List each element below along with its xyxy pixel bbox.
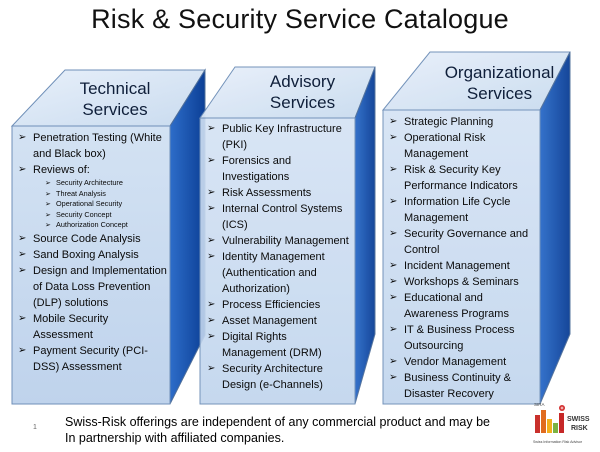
list-subitem: Authorization Concept [18, 220, 168, 231]
swiss-risk-logo: SIRA SWISS RISK Swiss Information Risk A… [532, 399, 596, 447]
list-item: Vendor Management [389, 354, 539, 370]
list-item: Identity Management (Authentication and … [207, 249, 352, 297]
list-item: Digital Rights Management (DRM) [207, 329, 352, 361]
list-item: Educational and Awareness Programs [389, 290, 539, 322]
list-item: Information Life Cycle Management [389, 194, 539, 226]
logo-top-label: SWISS [567, 416, 590, 423]
advisory-cube-side [354, 66, 376, 405]
list-subitem: Security Architecture [18, 178, 168, 189]
technical-title-line: Technical [79, 79, 151, 98]
list-item: Penetration Testing (White and Black box… [18, 130, 168, 162]
list-item: IT & Business Process Outsourcing [389, 322, 539, 354]
organizational-title-line: Organizational [444, 63, 555, 82]
list-item: Reviews of: [18, 162, 168, 178]
list-item: Process Efficiencies [207, 297, 352, 313]
organizational-services-list: Strategic Planning Operational Risk Mana… [389, 114, 539, 402]
technical-title-line: Services [82, 100, 148, 119]
footer-line: In partnership with affiliated companies… [65, 431, 285, 445]
advisory-title-line: Advisory [269, 72, 336, 91]
logo-caption: Swiss Information Risk Advisor [533, 440, 583, 444]
advisory-services-title: Advisory Services [240, 71, 365, 113]
list-item: Strategic Planning [389, 114, 539, 130]
advisory-services-list: Public Key Infrastructure (PKI) Forensic… [207, 121, 352, 393]
list-subitem: Operational Security [18, 199, 168, 210]
logo-small-mark: SIRA [534, 402, 545, 407]
organizational-services-title: Organizational Services [427, 62, 572, 104]
technical-services-list: Penetration Testing (White and Black box… [18, 130, 168, 375]
slide-title: Risk & Security Service Catalogue [91, 4, 509, 34]
list-item: Operational Risk Management [389, 130, 539, 162]
footer-note: Swiss-Risk offerings are independent of … [65, 414, 535, 446]
logo-bottom-label: RISK [571, 425, 588, 432]
list-item: Business Continuity & Disaster Recovery [389, 370, 539, 402]
list-item: Payment Security (PCI-DSS) Assessment [18, 343, 168, 375]
list-item: Sand Boxing Analysis [18, 247, 168, 263]
technical-services-title: Technical Services [55, 78, 175, 120]
organizational-title-line: Services [466, 84, 533, 103]
list-item: Vulnerability Management [207, 233, 352, 249]
list-item: Security Architecture Design (e-Channels… [207, 361, 352, 393]
list-item: Risk & Security Key Performance Indicato… [389, 162, 539, 194]
list-item: Security Governance and Control [389, 226, 539, 258]
list-item: Design and Implementation of Data Loss P… [18, 263, 168, 311]
list-item: Mobile Security Assessment [18, 311, 168, 343]
list-item: Workshops & Seminars [389, 274, 539, 290]
advisory-title-line: Services [269, 93, 336, 112]
list-subitem: Threat Analysis [18, 189, 168, 200]
list-item: Asset Management [207, 313, 352, 329]
footer-line: Swiss-Risk offerings are independent of … [65, 415, 490, 429]
list-item: Risk Assessments [207, 185, 352, 201]
list-item: Public Key Infrastructure (PKI) [207, 121, 352, 153]
list-subitem: Security Concept [18, 210, 168, 221]
organizational-cube-side [539, 51, 571, 405]
list-item: Source Code Analysis [18, 231, 168, 247]
list-item: Incident Management [389, 258, 539, 274]
page-number: 1 [33, 424, 37, 431]
list-item: Forensics and Investigations [207, 153, 352, 185]
list-item: Internal Control Systems (ICS) [207, 201, 352, 233]
